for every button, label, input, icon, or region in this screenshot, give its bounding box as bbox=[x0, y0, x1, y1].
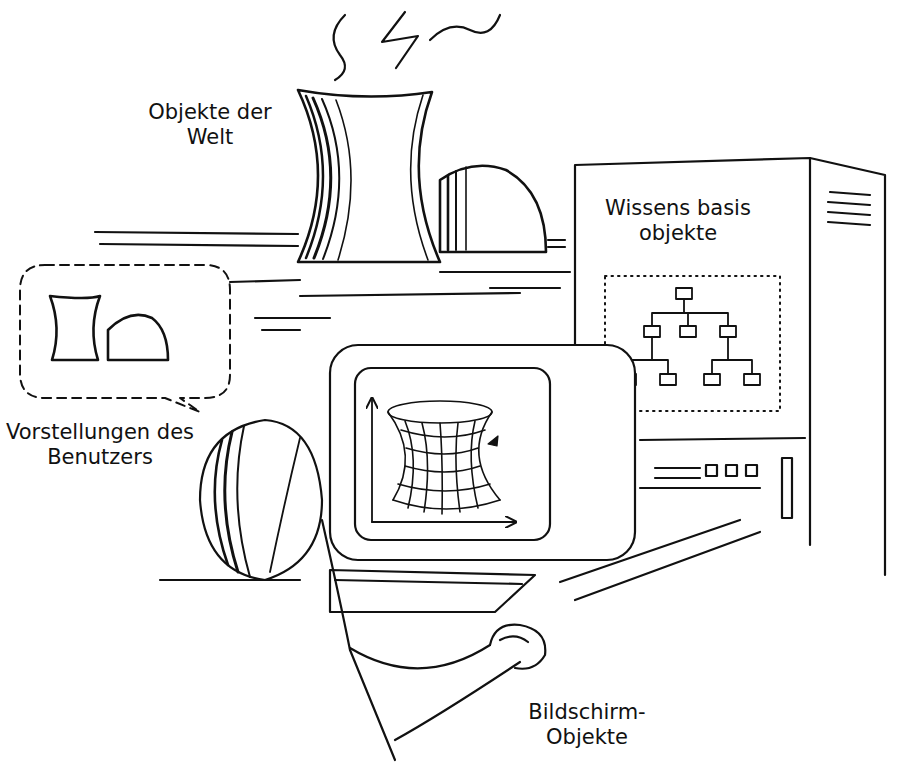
label: Objekte der Welt bbox=[140, 100, 280, 150]
keyboard bbox=[160, 570, 535, 612]
user-body bbox=[322, 520, 545, 760]
label: Bildschirm-Objekte bbox=[512, 700, 662, 750]
steam bbox=[334, 12, 500, 80]
label: Wissens basis objekte bbox=[603, 196, 753, 246]
user-head bbox=[200, 420, 322, 580]
cooling-tower bbox=[298, 90, 440, 262]
surface-plot bbox=[388, 401, 500, 514]
label: Vorstellungen des Benutzers bbox=[2, 420, 198, 470]
knowledge-tree bbox=[620, 288, 760, 385]
thought-bubble bbox=[20, 265, 230, 412]
reactor-dome bbox=[440, 166, 546, 252]
monitor bbox=[330, 345, 635, 560]
